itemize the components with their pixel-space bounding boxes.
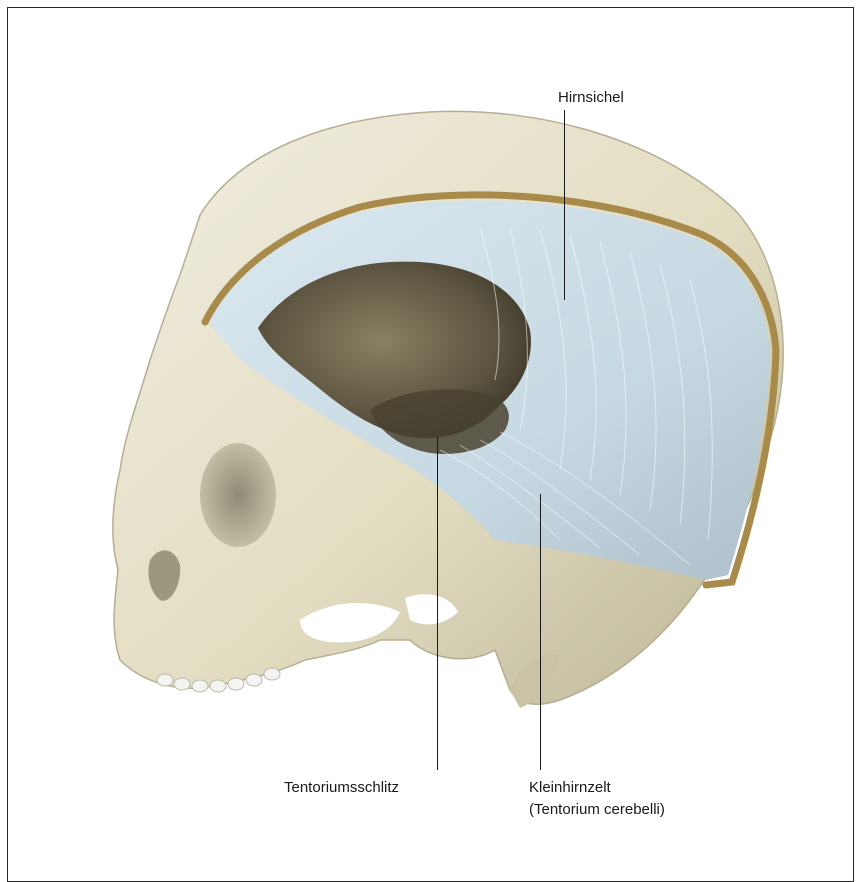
leader-tentoriumsschlitz <box>437 437 438 770</box>
leader-kleinhirnzelt <box>540 494 541 770</box>
label-kleinhirnzelt: Kleinhirnzelt <box>529 778 611 798</box>
label-kleinhirnzelt-latin: (Tentorium cerebelli) <box>529 800 665 820</box>
label-tentoriumsschlitz: Tentoriumsschlitz <box>284 778 399 798</box>
orbit <box>200 443 276 547</box>
leader-hirnsichel <box>564 110 565 300</box>
label-hirnsichel: Hirnsichel <box>558 88 624 108</box>
